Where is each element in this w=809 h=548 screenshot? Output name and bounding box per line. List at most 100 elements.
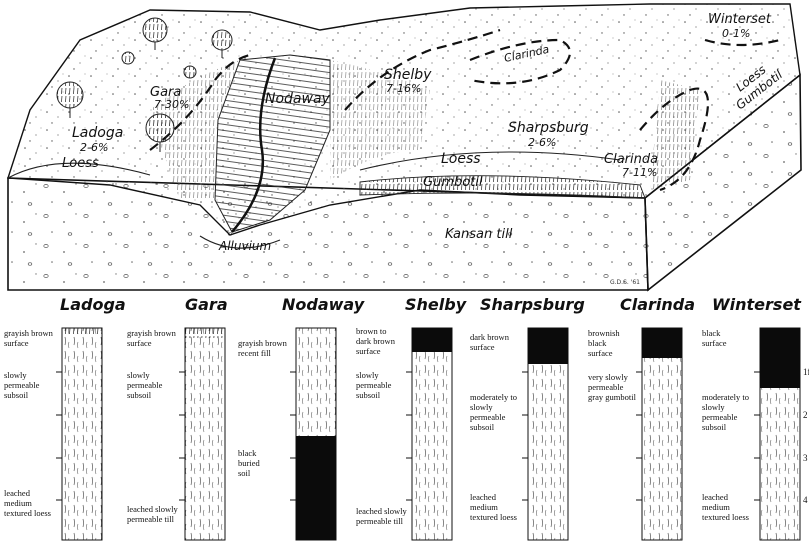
- horizon-note: permeable: [4, 380, 40, 390]
- horizon-note: grayish brown: [127, 328, 177, 338]
- horizon-note: permeable: [356, 380, 392, 390]
- horizon-note: permeable: [588, 382, 624, 392]
- horizon-note: permeable till: [127, 514, 175, 524]
- horizon-note: surface: [127, 338, 152, 348]
- horizon-note: very slowly: [588, 372, 629, 382]
- winterset-label: Winterset: [708, 12, 772, 27]
- loess-center-label: Loess: [441, 151, 481, 167]
- soil-profile: Nodaway grayish brownrecent fill blackburi…: [238, 295, 365, 540]
- nodaway-label: Nodaway: [265, 91, 331, 107]
- horizon-note: recent fill: [238, 348, 271, 358]
- dark-horizon: [412, 328, 452, 352]
- profile-column: [642, 328, 682, 540]
- depth-scale-label: 2: [803, 410, 808, 420]
- horizon-note: surface: [4, 338, 29, 348]
- dark-horizon: [296, 436, 336, 540]
- horizon-note: subsoil: [127, 390, 152, 400]
- horizon-note: textured loess: [4, 508, 51, 518]
- profile-title: Nodaway: [282, 295, 365, 314]
- horizon-note: moderately to: [702, 392, 749, 402]
- depth-scale: 1ft 2 3 4: [803, 367, 809, 505]
- horizon-note: dark brown: [356, 336, 396, 346]
- dark-horizon: [62, 328, 102, 336]
- horizon-note: subsoil: [470, 422, 495, 432]
- profile-title: Winterset: [712, 295, 802, 314]
- tree-icon: [184, 66, 196, 78]
- profile-title: Shelby: [405, 295, 467, 314]
- block-diagram: Gara 7-30% Ladoga 2-6% Loess Nodaway She…: [8, 4, 801, 290]
- dark-horizon: [642, 328, 682, 358]
- horizon-note: slowly: [127, 370, 150, 380]
- horizon-note: surface: [356, 346, 381, 356]
- horizon-note: slowly: [356, 370, 379, 380]
- profile-title: Gara: [185, 295, 228, 314]
- sharpsburg-label: Sharpsburg: [508, 120, 589, 136]
- horizon-note: permeable: [127, 380, 163, 390]
- sharpsburg-slope-label: 2-6%: [528, 136, 556, 149]
- profile-column: [62, 328, 102, 540]
- alluvium-label: Alluvium: [218, 239, 271, 253]
- horizon-note: brownish: [588, 328, 620, 338]
- ladoga-label: Ladoga: [72, 125, 123, 141]
- horizon-note: textured loess: [470, 512, 517, 522]
- horizon-note: subsoil: [4, 390, 29, 400]
- horizon-note: buried: [238, 458, 260, 468]
- horizon-note: slowly: [4, 370, 27, 380]
- depth-scale-label: 3: [803, 453, 808, 463]
- ladoga-slope-label: 2-6%: [80, 141, 108, 154]
- horizon-note: leached: [702, 492, 729, 502]
- soil-profile: Clarinda brownishblacksurface very slowlyp…: [588, 295, 695, 540]
- horizon-note: surface: [470, 342, 495, 352]
- dark-horizon: [185, 328, 225, 338]
- horizon-note: black: [238, 448, 257, 458]
- soil-profiles: Ladogagrayish brownsurfaceslowlypermeabl…: [4, 295, 809, 540]
- depth-scale-label: 4: [803, 495, 808, 505]
- horizon-note: surface: [702, 338, 727, 348]
- loess-left-label: Loess: [62, 156, 99, 171]
- dark-horizon: [528, 328, 568, 364]
- tree-icon: [122, 52, 134, 64]
- clarinda-slope-label: 7-11%: [622, 166, 657, 179]
- horizon-note: medium: [470, 502, 498, 512]
- horizon-note: medium: [4, 498, 32, 508]
- soil-profile: Gara grayish brownsurface slowlypermeables…: [127, 295, 228, 540]
- horizon-note: slowly: [702, 402, 725, 412]
- dark-horizon: [760, 328, 800, 388]
- horizon-note: slowly: [470, 402, 493, 412]
- horizon-note: leached: [470, 492, 497, 502]
- artist-signature: G.D.S. '61: [610, 279, 640, 286]
- horizon-note: soil: [238, 468, 251, 478]
- horizon-note: grayish brown: [238, 338, 288, 348]
- kansan-till-label: Kansan till: [445, 227, 513, 242]
- winterset-slope-label: 0-1%: [722, 27, 750, 40]
- horizon-note: surface: [588, 348, 613, 358]
- gara-slope-label: 7-30%: [154, 98, 189, 111]
- horizon-note: textured loess: [702, 512, 749, 522]
- depth-scale-label: 1ft: [803, 367, 809, 377]
- horizon-note: leached slowly: [356, 506, 407, 516]
- horizon-note: grayish brown: [4, 328, 54, 338]
- horizon-note: medium: [702, 502, 730, 512]
- horizon-note: gray gumbotil: [588, 392, 637, 402]
- horizon-note: moderately to: [470, 392, 517, 402]
- profile-title: Ladoga: [60, 295, 126, 314]
- horizon-note: black: [588, 338, 607, 348]
- horizon-note: leached slowly: [127, 504, 178, 514]
- horizon-note: brown to: [356, 326, 386, 336]
- gumbotil-center-label: Gumbotil: [423, 175, 483, 190]
- shelby-slope-label: 7-16%: [386, 82, 421, 95]
- horizon-note: black: [702, 328, 721, 338]
- horizon-note: subsoil: [702, 422, 727, 432]
- profile-column: [412, 328, 452, 540]
- horizon-note: permeable: [702, 412, 738, 422]
- horizon-note: permeable till: [356, 516, 404, 526]
- clarinda-label: Clarinda: [604, 152, 658, 167]
- horizon-note: subsoil: [356, 390, 381, 400]
- profile-title: Sharpsburg: [480, 295, 585, 314]
- profile-title: Clarinda: [620, 295, 695, 314]
